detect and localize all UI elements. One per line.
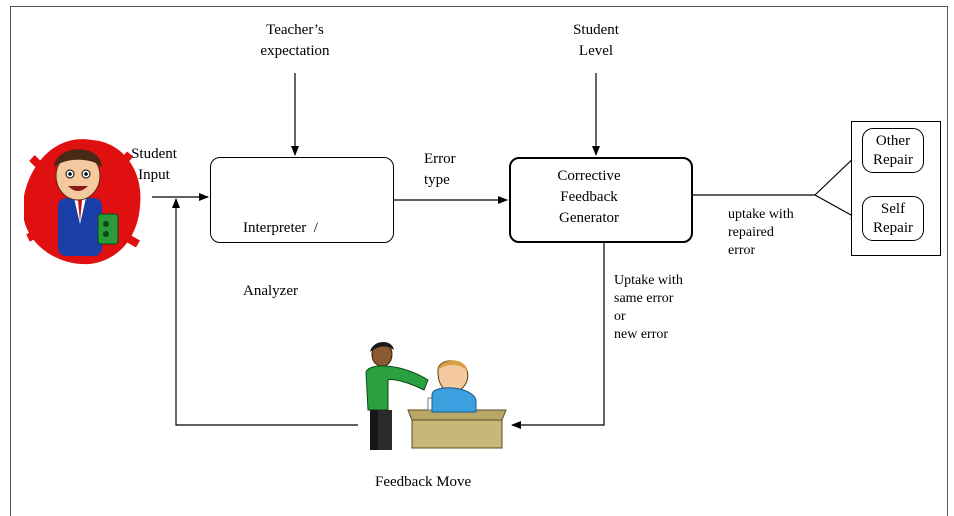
student-input-label: Student Input xyxy=(131,146,177,183)
feedback-move-label: Feedback Move xyxy=(375,474,472,490)
interpreter-analyzer-box xyxy=(210,157,394,243)
other-repair-box: Other Repair xyxy=(862,128,924,173)
uptake-same-error-label: Uptake with same error or new error xyxy=(614,273,683,342)
line-feedback-to-input xyxy=(172,198,358,426)
line-cfg-to-feedback xyxy=(511,243,605,429)
teacher-student-icon xyxy=(365,341,507,450)
error-type-label: Error type xyxy=(424,151,456,188)
student-icon xyxy=(24,139,141,265)
uptake-repaired-label: uptake with repaired error xyxy=(728,207,794,258)
interpreter-analyzer-label: Interpreter / Analyzer xyxy=(243,220,318,299)
teacher-expectation-label: Teacher’s expectation xyxy=(260,22,330,59)
diagram-frame xyxy=(10,6,948,516)
corrective-feedback-generator-label: Corrective Feedback Generator xyxy=(557,168,621,226)
corrective-feedback-generator-box xyxy=(509,157,693,243)
self-repair-box: Self Repair xyxy=(862,196,924,241)
student-level-label: Student Level xyxy=(573,22,619,59)
